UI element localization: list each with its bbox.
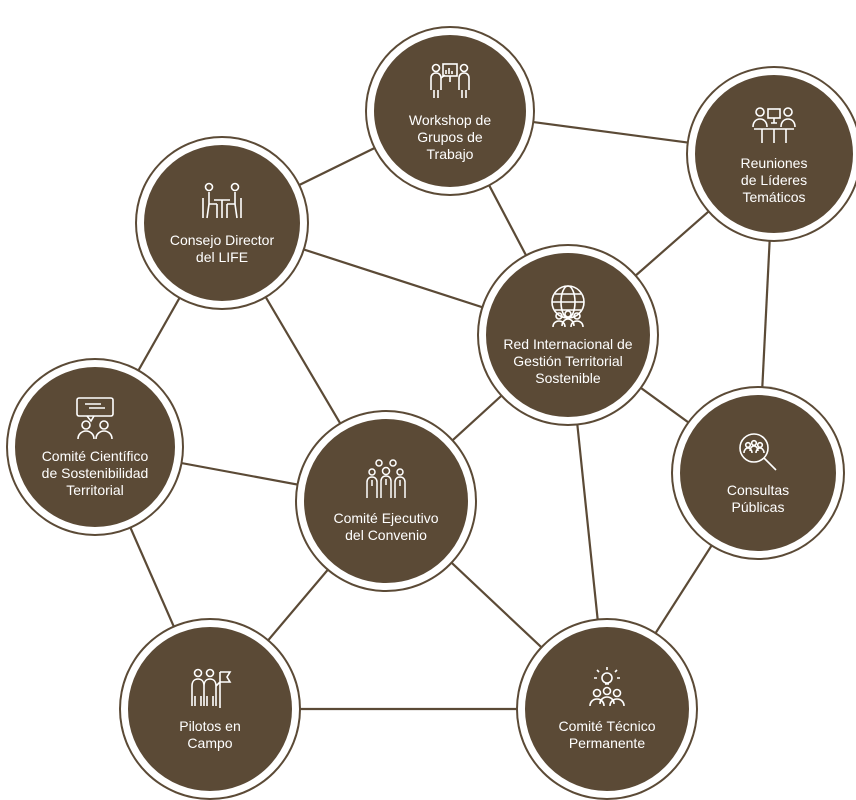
- node-tecnico: Comité Técnico Permanente: [518, 620, 696, 798]
- globe-people-icon: [546, 284, 590, 328]
- idea-people-icon: [585, 666, 629, 710]
- speech-people-icon: [73, 396, 117, 440]
- team-icon: [364, 458, 408, 502]
- node-workshop: Workshop de Grupos de Trabajo: [367, 28, 533, 194]
- table-meeting-icon: [200, 180, 244, 224]
- node-cientifico: Comité Científico de Sostenibilidad Terr…: [8, 360, 182, 534]
- node-consultas: Consultas Públicas: [673, 388, 843, 558]
- flag-people-icon: [188, 666, 232, 710]
- node-label: Pilotos en Campo: [179, 718, 241, 751]
- node-consejo: Consejo Director del LIFE: [137, 138, 307, 308]
- node-label: Comité Técnico Permanente: [558, 718, 656, 751]
- node-label: Workshop de Grupos de Trabajo: [408, 111, 492, 162]
- node-label: Red Internacional de Gestión Territorial…: [503, 335, 633, 386]
- search-people-icon: [736, 430, 780, 474]
- node-red: Red Internacional de Gestión Territorial…: [479, 246, 657, 424]
- node-label: Comité Ejecutivo del Convenio: [333, 510, 439, 543]
- node-reuniones: Reuniones de Líderes Temáticos: [688, 68, 856, 240]
- meeting-icon: [752, 103, 796, 147]
- node-label: Comité Científico de Sostenibilidad Terr…: [41, 447, 149, 498]
- node-label: Reuniones de Líderes Temáticos: [740, 154, 808, 205]
- node-pilotos: Pilotos en Campo: [121, 620, 299, 798]
- node-label: Consultas Públicas: [726, 482, 790, 515]
- node-ejecutivo: Comité Ejecutivo del Convenio: [297, 412, 475, 590]
- presentation-icon: [428, 60, 472, 104]
- node-label: Consejo Director del LIFE: [169, 232, 275, 265]
